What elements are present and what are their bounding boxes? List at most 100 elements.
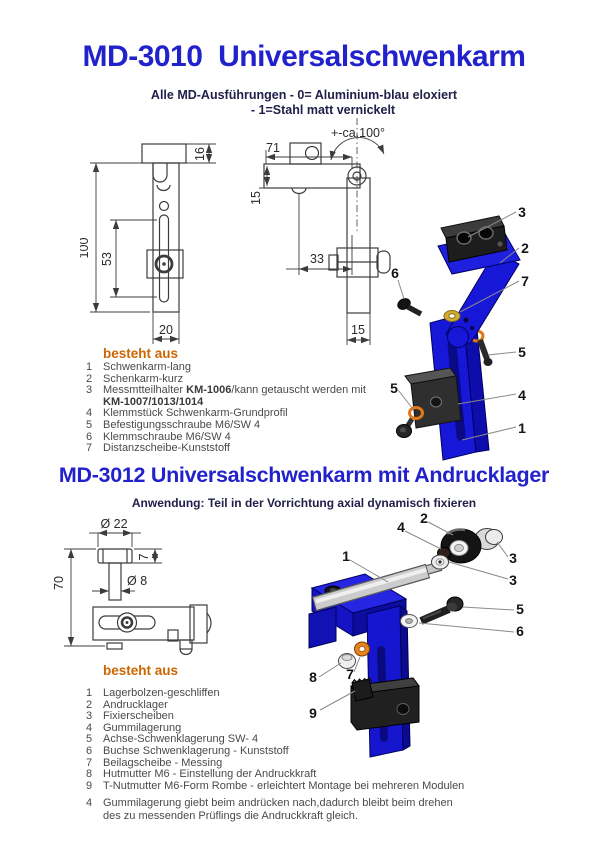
part-number: 2: [86, 372, 93, 385]
callout-5a: 5: [518, 344, 526, 360]
callout-4: 4: [397, 519, 405, 535]
part-text: Buchse Schwenklagerung - Kunststoff: [103, 744, 289, 757]
callout-3: 3: [518, 204, 526, 220]
md3012-assembly-render: 1 2 4 3 3 5 6 8 7 9: [308, 510, 524, 758]
dim-ring-7: 7: [137, 553, 151, 560]
part-number: 3: [86, 710, 93, 723]
part-number: 4: [86, 721, 93, 734]
callout-3a: 3: [509, 550, 517, 566]
callout-2: 2: [420, 510, 428, 526]
callout-leaders: [318, 521, 515, 711]
part-item: 3 Fixierscheiben: [86, 710, 526, 723]
part-text: Andrucklager: [103, 698, 168, 711]
part-number: 3: [86, 384, 93, 397]
page-title-md3012: MD-3012 Universalschwenkarm mit Andruckl…: [58, 463, 550, 487]
parts-heading-md3012: besteht aus: [103, 663, 179, 678]
footnote-text: Gummilagerung giebt beim andrücken nach,…: [103, 797, 453, 823]
part-text: Gummilagerung: [103, 721, 182, 734]
part-text: Klemmstück Schwenkarm-Grundprofil: [103, 407, 288, 420]
side-view-part: [263, 118, 391, 314]
part-text: T-Nutmutter M6-Form Rombe - erleichtert …: [103, 779, 465, 792]
front-view-part: [141, 143, 187, 313]
part-text: Befestigungsschraube M6/SW 4: [103, 418, 261, 431]
part-text: Schwenkarm-lang: [103, 361, 192, 373]
variant-note: Alle MD-Ausführungen - 0= Aluminium-blau…: [151, 88, 457, 118]
dim-offset-33: 33: [310, 252, 324, 266]
callout-5b: 5: [390, 380, 398, 396]
side-view-dimensions: [259, 137, 385, 345]
dim-thickness-15: 15: [250, 191, 263, 205]
part-item: 5 Achse-Schwenklagerung SW- 4: [86, 734, 526, 746]
part-item: 6 Klemmschraube M6/SW 4: [86, 430, 526, 444]
dim-top-16: 16: [193, 147, 207, 161]
part-number: 2: [86, 698, 93, 711]
dim-dia-22: Ø 22: [100, 517, 127, 531]
part-number: 4: [86, 407, 93, 420]
part-number: 7: [86, 442, 93, 455]
part-item: 1 Schwenkarm-lang: [86, 361, 526, 374]
part-text: Distanzscheibe-Kunststoff: [103, 442, 230, 455]
dim-length-71: 71: [266, 141, 280, 155]
variant-note-line1: Alle MD-Ausführungen - 0= Aluminium-blau…: [150, 88, 458, 102]
part-text: Beilagscheibe - Messing: [103, 756, 223, 769]
application-note: Anwendung: Teil in der Vorrichtung axial…: [131, 496, 477, 510]
callout-3b: 3: [509, 572, 517, 588]
andrucklager-assembly-3d: [308, 528, 503, 758]
part-item: 7 Beilagscheibe - Messing: [86, 756, 526, 770]
md3010-assembly-render: 3 2 7 6 5 5 4 1: [390, 204, 529, 461]
part-text: Hutmutter M6 - Einstellung der Andruckkr…: [103, 768, 317, 781]
part-text: Klemmschraube M6/SW 4: [103, 430, 231, 443]
bearing-dimensions: [64, 529, 162, 647]
callout-9: 9: [309, 705, 317, 721]
part-number: 1: [86, 361, 93, 373]
dim-width-20: 20: [159, 323, 173, 337]
callout-6: 6: [391, 265, 399, 281]
callout-4: 4: [518, 387, 526, 403]
bearing-part: [92, 548, 212, 656]
footnote-line2: des zu messenden Prüflings die Andruckkr…: [103, 810, 358, 822]
part-number: 7: [86, 756, 93, 769]
part-number: 6: [86, 744, 93, 757]
callout-7: 7: [346, 666, 354, 682]
parts-heading-md3010: besteht aus: [103, 346, 179, 361]
swivel-arm-3d: [396, 215, 521, 461]
callout-1: 1: [518, 420, 526, 436]
callout-leaders: [397, 211, 520, 441]
footnote-line1: Gummilagerung giebt beim andrücken nach,…: [103, 797, 453, 809]
front-view-dimensions: [90, 143, 216, 344]
dim-height-100: 100: [80, 238, 91, 259]
dim-slot-53: 53: [100, 252, 114, 266]
part-number: 6: [86, 430, 93, 443]
dim-angle: +-ca.100°: [331, 126, 385, 140]
callout-5: 5: [516, 601, 524, 617]
part-text: Achse-Schwenklagerung SW- 4: [103, 733, 259, 746]
variant-note-line2: - 1=Stahl matt vernickelt: [250, 103, 396, 117]
part-item: 8 Hutmutter M6 - Einstellung der Andruckk…: [86, 768, 526, 781]
part-text: Lagerbolzen-geschliffen: [103, 687, 220, 699]
part-text: Schenkarm-kurz: [103, 372, 184, 385]
callout-7: 7: [521, 273, 529, 289]
part-text: Fixierscheiben: [103, 710, 174, 723]
part-item: 7 Distanzscheibe-Kunststoff: [86, 442, 526, 455]
callout-6: 6: [516, 623, 524, 639]
front-view-drawing: 100 53 16 20: [80, 143, 216, 344]
part-number: 8: [86, 768, 93, 781]
parts-list-md3012: 1 Lagerbolzen-geschliffen 2 Andrucklager 3 Fi…: [86, 687, 526, 793]
part-item: 4 Gummilagerung: [86, 721, 526, 735]
bearing-view-drawing: Ø 22 7 Ø 8 70: [52, 517, 212, 656]
dim-dia-8: Ø 8: [127, 574, 147, 588]
dim-height-70: 70: [52, 576, 66, 590]
part-number: 1: [86, 687, 93, 699]
side-view-drawing: +-ca.100° 71 15 33 15: [250, 118, 391, 345]
callout-1: 1: [342, 548, 350, 564]
part-item: 2 Schenkarm-kurz: [86, 372, 526, 386]
part-number: 5: [86, 733, 93, 746]
part-text-line2: KM-1007/1013/1014: [103, 395, 204, 408]
callout-8: 8: [309, 669, 317, 685]
callout-2: 2: [521, 240, 529, 256]
